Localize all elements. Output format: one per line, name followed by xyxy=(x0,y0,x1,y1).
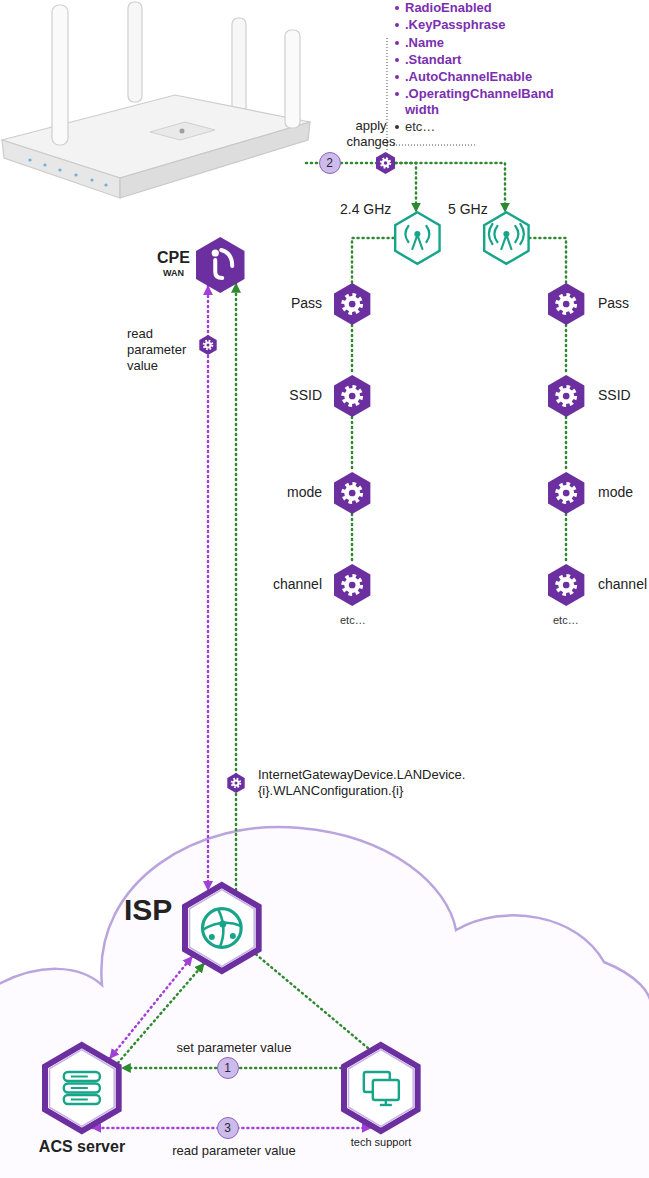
dotted-connector xyxy=(565,325,568,375)
node-label: Pass xyxy=(242,295,322,312)
text-label: .AutoChannelEnable xyxy=(405,69,575,85)
hexagon-node: apply changes xyxy=(376,152,395,174)
node-label: tech support xyxy=(331,1136,431,1149)
hexagon-node: tech support xyxy=(341,1042,421,1134)
dotted-connector xyxy=(207,286,210,890)
edge-label: read parameter value xyxy=(127,326,193,374)
node-label: ACS server xyxy=(22,1137,142,1156)
hexagon-shape xyxy=(196,237,244,293)
hexagon-shape xyxy=(548,283,584,325)
gear-icon xyxy=(227,773,244,793)
hexagon-node: 2.4 GHz xyxy=(394,211,441,265)
callout-number: 3 xyxy=(217,1117,239,1139)
node-label: SSID xyxy=(598,387,649,404)
hexagon-shape xyxy=(548,375,584,417)
hexagon-node: ACS server xyxy=(42,1042,122,1134)
dotted-connector xyxy=(351,514,354,564)
edge-label: read parameter value xyxy=(134,1143,334,1159)
hexagon-node: mode xyxy=(548,472,584,514)
hexagon-node: SSID xyxy=(334,375,370,417)
hexagon-node: mode xyxy=(334,472,370,514)
list-bullets xyxy=(395,6,399,129)
hexagon-shape xyxy=(548,472,584,514)
text-label: .OperatingChannelBand width xyxy=(405,86,570,118)
dotted-connector xyxy=(256,954,369,1049)
node-label: mode xyxy=(598,484,649,501)
hexagon-shape xyxy=(334,375,370,417)
dotted-connector xyxy=(565,514,568,564)
edge-label: set parameter value xyxy=(134,1040,334,1056)
text-label: .Name xyxy=(405,35,575,51)
text-label: RadioEnabled xyxy=(405,0,575,16)
node-label: Pass xyxy=(598,295,649,312)
node-label: CPE xyxy=(157,248,197,267)
callout-number: 2 xyxy=(319,152,341,174)
dotted-connector xyxy=(351,325,354,375)
text-label: etc… xyxy=(405,119,485,135)
hexagon-shape xyxy=(394,211,441,265)
node-label: ISP xyxy=(124,892,194,928)
hexagon-node: 5 GHz xyxy=(483,211,530,265)
node-label: WAN xyxy=(163,268,203,279)
hexagon-node: CPEWAN xyxy=(196,237,244,293)
node-label: 5 GHz xyxy=(448,201,498,218)
text-label: .Standart xyxy=(405,52,575,68)
hexagon-shape xyxy=(334,472,370,514)
router-link-line xyxy=(306,162,377,165)
dotted-connector xyxy=(565,417,568,472)
hexagon-node: ISP xyxy=(182,882,262,974)
node-label: 2.4 GHz xyxy=(340,201,410,218)
dotted-connector xyxy=(396,163,417,212)
hexagon-shape xyxy=(548,564,584,606)
dotted-connector xyxy=(529,238,566,283)
node-label: apply changes xyxy=(340,118,402,150)
hexagon-shape xyxy=(182,882,262,974)
node-label: channel xyxy=(242,576,322,593)
text-label: etc… xyxy=(340,614,380,627)
hexagon-shape xyxy=(334,283,370,325)
router-illustration xyxy=(2,2,310,198)
node-label: channel xyxy=(598,576,649,593)
edge-label: InternetGatewayDevice.LANDevice. {i}.WLA… xyxy=(258,767,488,799)
dotted-connector xyxy=(235,284,238,890)
text-label: etc… xyxy=(553,614,593,627)
hexagon-node: Pass xyxy=(334,283,370,325)
hexagon-shape xyxy=(483,211,530,265)
hexagon-node: Pass xyxy=(548,283,584,325)
hexagon-node: channel xyxy=(548,564,584,606)
hexagon-shape xyxy=(334,564,370,606)
hexagon-node: SSID xyxy=(548,375,584,417)
text-label: .KeyPassphrase xyxy=(405,17,575,33)
isp-cloud xyxy=(0,827,649,1178)
gear-icon xyxy=(199,335,216,355)
dotted-connector xyxy=(351,417,354,472)
dotted-connector xyxy=(352,238,394,283)
hexagon-shape xyxy=(42,1042,122,1134)
callout-number: 1 xyxy=(217,1057,239,1079)
node-label: mode xyxy=(242,484,322,501)
hexagon-shape xyxy=(376,152,395,174)
node-label: SSID xyxy=(242,387,322,404)
hexagon-node: channel xyxy=(334,564,370,606)
hexagon-shape xyxy=(341,1042,421,1134)
